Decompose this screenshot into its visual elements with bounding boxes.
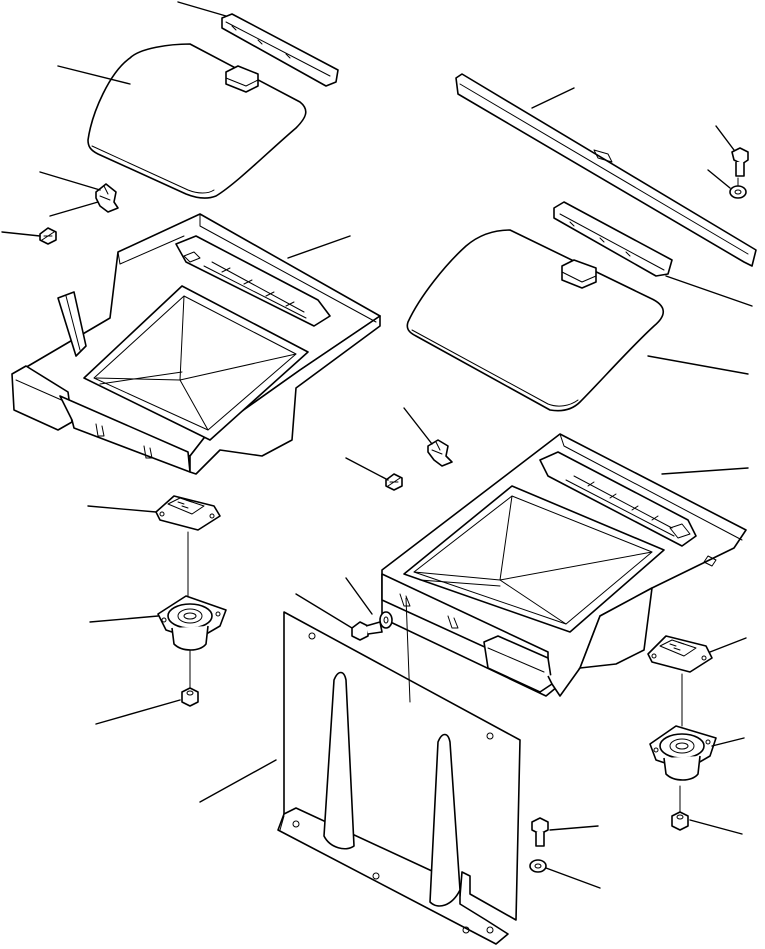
bolt-icon — [351, 621, 383, 641]
bolt-icon — [731, 147, 749, 177]
screw-icon — [39, 227, 57, 245]
lid-panel-icon — [406, 229, 665, 412]
screw-icon — [385, 473, 403, 491]
rail-icon — [455, 73, 757, 267]
assembly-lines — [187, 177, 739, 813]
washer-icon — [529, 859, 547, 873]
mount-plate-icon — [647, 635, 713, 673]
damper-mount-icon — [649, 725, 717, 781]
lid-panel-icon — [87, 43, 307, 199]
clip-icon — [95, 183, 119, 213]
washer-icon — [729, 185, 747, 199]
nut-icon — [181, 687, 199, 707]
washer-icon — [379, 611, 393, 629]
console-box-icon — [381, 433, 747, 697]
bolt-icon — [531, 817, 549, 847]
mount-plate-icon — [155, 495, 221, 531]
hinge-strip-icon — [221, 13, 339, 87]
hinge-strip-icon — [553, 201, 673, 277]
base-panel-icon — [277, 597, 521, 945]
damper-mount-icon — [157, 595, 227, 651]
console-box-icon — [11, 213, 381, 475]
leader-lines — [1, 1, 753, 889]
nut-icon — [671, 811, 689, 831]
clip-icon — [427, 439, 453, 467]
